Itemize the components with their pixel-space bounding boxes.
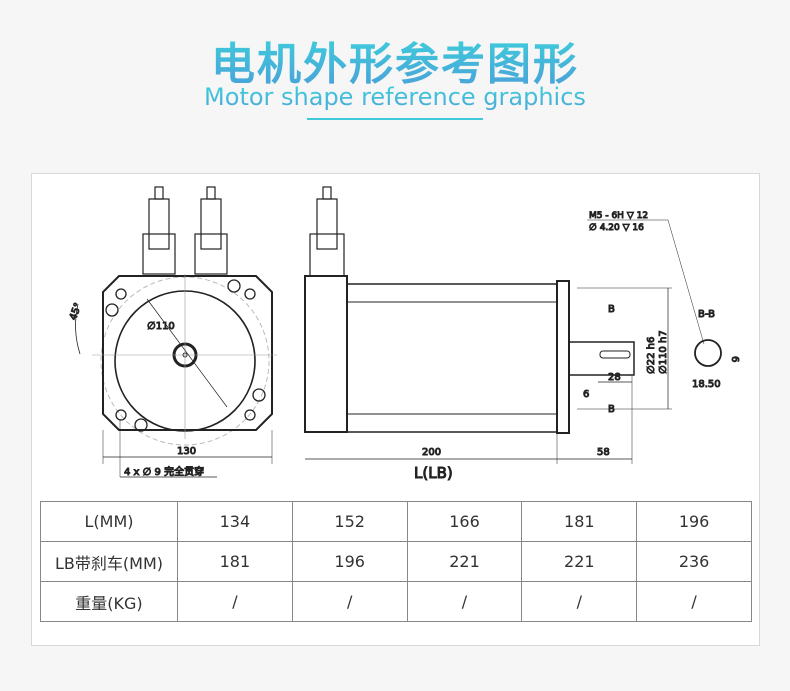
cell: /: [521, 581, 638, 622]
svg-text:∅ 4.20 ▽ 16: ∅ 4.20 ▽ 16: [589, 223, 644, 233]
table-row: 重量(KG) / / / / /: [40, 581, 752, 622]
svg-text:130: 130: [177, 446, 196, 457]
cell: /: [636, 581, 752, 622]
table-row: LB带刹车(MM) 181 196 221 221 236: [40, 541, 752, 582]
cell: /: [177, 581, 293, 622]
cell: 236: [636, 541, 752, 582]
side-view: 200 58 L(LB) 28 6 ∅22 h6 ∅110 h7 B B M5 …: [304, 186, 741, 483]
svg-text:58: 58: [597, 447, 610, 458]
svg-text:M5 - 6H ▽ 12: M5 - 6H ▽ 12: [589, 211, 648, 221]
page-title-cn: 电机外形参考图形: [0, 28, 790, 92]
cell: 196: [636, 501, 752, 542]
cell: /: [406, 581, 523, 622]
page-title-en: Motor shape reference graphics: [0, 83, 790, 111]
cell: /: [291, 581, 408, 622]
svg-text:B: B: [608, 404, 615, 415]
svg-text:6: 6: [583, 389, 589, 400]
drawing-card: 45° ∅110 130 4 x ∅ 9 完全贯穿 200 58 L(LB) 2…: [31, 173, 760, 646]
svg-text:B: B: [608, 304, 615, 315]
svg-text:6: 6: [729, 356, 740, 362]
motor-drawing: 45° ∅110 130 4 x ∅ 9 完全贯穿 200 58 L(LB) 2…: [67, 186, 741, 483]
row-label: 重量(KG): [40, 581, 178, 622]
svg-text:L(LB): L(LB): [414, 464, 453, 482]
cell: 152: [291, 501, 408, 542]
svg-text:∅110: ∅110: [147, 321, 175, 332]
row-label: L(MM): [40, 501, 178, 542]
cell: 181: [177, 541, 293, 582]
svg-text:45°: 45°: [68, 301, 84, 321]
cell: 166: [406, 501, 523, 542]
row-label: LB带刹车(MM): [40, 541, 178, 582]
svg-text:200: 200: [422, 447, 441, 458]
table-row: L(MM) 134 152 166 181 196: [40, 501, 752, 542]
front-view: 45° ∅110 130 4 x ∅ 9 完全贯穿: [67, 186, 277, 479]
cell: 196: [291, 541, 408, 582]
cell: 221: [521, 541, 638, 582]
svg-text:28: 28: [608, 372, 621, 383]
cell: 181: [521, 501, 638, 542]
svg-text:∅110 h7: ∅110 h7: [658, 330, 669, 374]
title-underline: [307, 118, 483, 120]
svg-text:18.50: 18.50: [692, 379, 721, 390]
cell: 221: [406, 541, 523, 582]
cell: 134: [177, 501, 293, 542]
svg-text:4 x ∅ 9 完全贯穿: 4 x ∅ 9 完全贯穿: [124, 465, 204, 478]
svg-text:B-B: B-B: [698, 309, 715, 320]
dimension-table: L(MM) 134 152 166 181 196 LB带刹车(MM) 181 …: [40, 501, 752, 622]
svg-text:∅22 h6: ∅22 h6: [646, 337, 657, 374]
